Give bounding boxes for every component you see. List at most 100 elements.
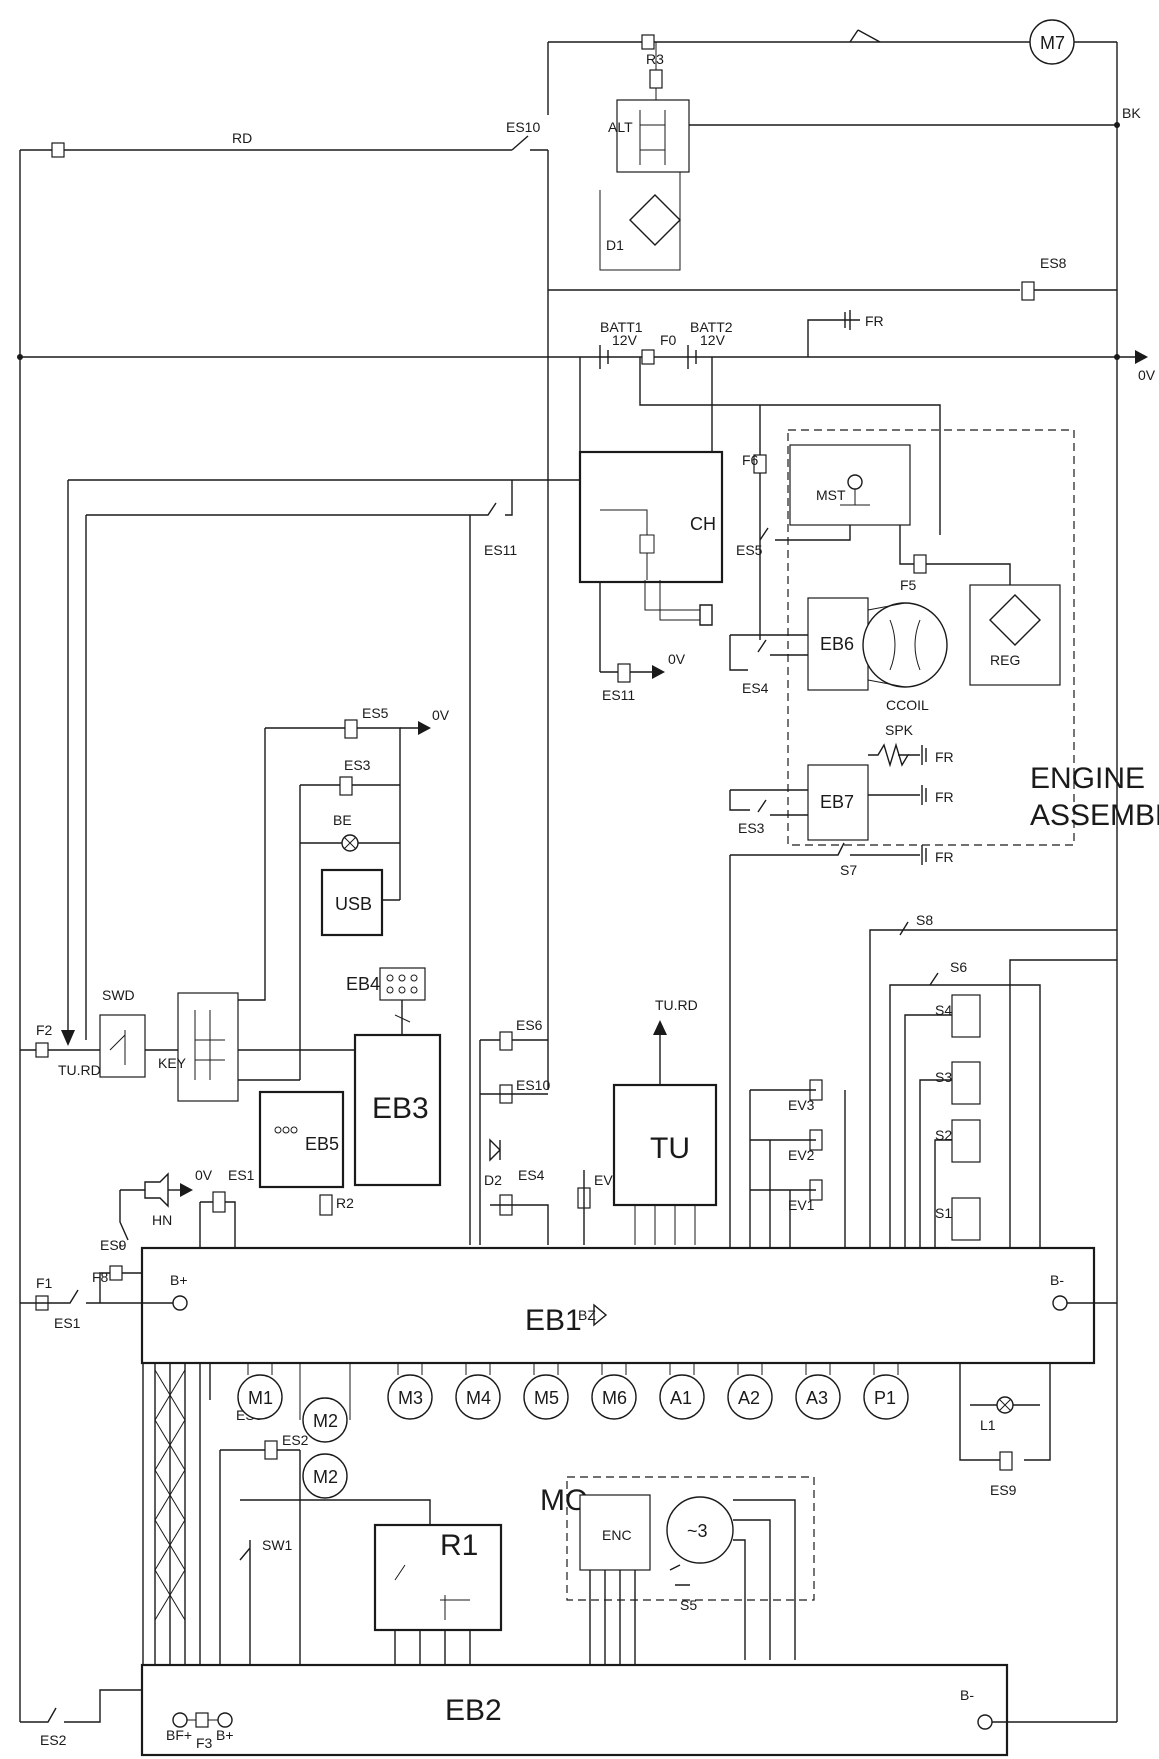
- label-tu-rd-left: TU.RD: [58, 1062, 101, 1078]
- engine-assembly-frame: [787, 429, 1075, 846]
- label-s1: S1: [935, 1205, 952, 1221]
- switch-es3-engine: [729, 789, 808, 816]
- fuse-f6: [753, 454, 767, 474]
- fuse-f2: [35, 1042, 49, 1058]
- label-es10-top: ES10: [506, 119, 540, 135]
- label-es4: ES4: [742, 680, 769, 696]
- label-m6: M6: [602, 1388, 627, 1408]
- ch-upper-wire-2: [86, 480, 513, 516]
- ground-symbol-fr2: [908, 745, 927, 765]
- motor-m3: [387, 1374, 433, 1420]
- regulator-reg: [969, 584, 1061, 686]
- switch-s1: [951, 1197, 981, 1241]
- switch-es2-rail: [20, 1689, 142, 1723]
- label-eb1: EB1: [525, 1304, 582, 1337]
- switch-s3: [951, 1061, 981, 1105]
- label-bfplus: BF+: [166, 1727, 192, 1743]
- label-mo-sym: ~3: [687, 1521, 708, 1541]
- label-m3: M3: [398, 1388, 423, 1408]
- ch-plug-wire: [644, 580, 700, 621]
- tu-pins: [634, 1205, 696, 1245]
- connector-es5: [344, 719, 358, 739]
- label-hn: HN: [152, 1212, 172, 1228]
- switch-s5: [669, 1564, 690, 1586]
- switch-es9-top: [119, 1190, 129, 1248]
- label-es9-bottom: ES9: [990, 1482, 1017, 1498]
- fuse-f5: [913, 554, 927, 574]
- ground-symbol-fr1: [844, 310, 851, 330]
- label-bminus-eb2: B-: [960, 1687, 974, 1703]
- label-es5-top: ES5: [362, 705, 389, 721]
- module-eb2: [140, 1663, 1009, 1757]
- ccoil-winding: [889, 619, 921, 671]
- label-f0: F0: [660, 332, 677, 348]
- label-fr4: FR: [935, 849, 954, 865]
- relay-r1: [373, 1523, 503, 1632]
- motor-m2b: [302, 1453, 348, 1499]
- es4-wire: [490, 1204, 549, 1245]
- tu-rd-top-arrow: [653, 1020, 667, 1035]
- switch-s8: [899, 921, 909, 936]
- label-a1: A1: [670, 1388, 692, 1408]
- tractor-unit-tu: [612, 1083, 718, 1207]
- label-fr2: FR: [935, 749, 954, 765]
- label-bplus-eb2: B+: [216, 1727, 234, 1743]
- connector-es9: [999, 1451, 1013, 1471]
- label-ov-right: 0V: [1138, 367, 1156, 383]
- label-a3: A3: [806, 1388, 828, 1408]
- s-bk-wire: [1009, 959, 1117, 1250]
- junction-alt-bk: [1114, 122, 1120, 128]
- switch-s6: [929, 972, 939, 986]
- label-bplus: B+: [170, 1272, 188, 1288]
- label-engine-line1: ENGINE: [1030, 762, 1145, 795]
- module-eb3: [353, 1033, 442, 1187]
- switch-es10: [505, 135, 548, 151]
- label-batt1-volt: 12V: [612, 332, 638, 348]
- s6-wire: [889, 984, 1041, 1250]
- switch-sw1: [239, 1540, 251, 1665]
- actuator-a1: [659, 1374, 705, 1420]
- lamp-l1-cross: [998, 1398, 1012, 1412]
- wire-tag-bk: BK: [1122, 105, 1141, 121]
- l1-es9-wire: [959, 1363, 1051, 1461]
- label-swd: SWD: [102, 987, 135, 1003]
- diode-d2: [489, 1138, 501, 1162]
- enc-pins: [589, 1570, 636, 1665]
- alternator-alt: [616, 99, 690, 173]
- label-m2b: M2: [313, 1467, 338, 1487]
- label-sw1: SW1: [262, 1537, 293, 1553]
- terminal-bminus: [1052, 1295, 1068, 1311]
- motor-mo-frame: [566, 1476, 815, 1601]
- pump-p1: [863, 1374, 909, 1420]
- label-tu-rd-top: TU.RD: [655, 997, 698, 1013]
- reg-bridge: [989, 594, 1041, 646]
- label-key: KEY: [158, 1055, 187, 1071]
- eb1-eb2-bus: [142, 1363, 201, 1665]
- motor-m1: [237, 1374, 283, 1420]
- f8-wire: [99, 1272, 142, 1303]
- label-bz: BZ: [578, 1307, 596, 1323]
- fuse-f0: [641, 349, 655, 365]
- label-spk: SPK: [885, 722, 914, 738]
- motor-m2a: [302, 1397, 348, 1443]
- ov-es5-arrow: [418, 721, 431, 735]
- motor-m7: [1029, 19, 1075, 65]
- label-p1: P1: [874, 1388, 896, 1408]
- label-f5: F5: [900, 577, 917, 593]
- label-es9-top: ES9: [100, 1237, 127, 1253]
- label-s5: S5: [680, 1597, 697, 1613]
- label-ov-es5: 0V: [432, 707, 450, 723]
- mst-motor-symbol: [847, 474, 863, 490]
- f0-engine-wire: [639, 357, 941, 535]
- terminal-bminus-eb2: [977, 1714, 993, 1730]
- ccoil-wire: [867, 602, 906, 688]
- label-ev3: EV3: [788, 1097, 815, 1113]
- key-swd-wire: [238, 975, 266, 1001]
- label-m4: M4: [466, 1388, 491, 1408]
- mo-phase-wires: [733, 1499, 796, 1660]
- connector-es1: [212, 1191, 226, 1213]
- motor-mo: [666, 1496, 734, 1564]
- label-s6: S6: [950, 959, 967, 975]
- terminal-bplus-eb2: [217, 1712, 233, 1728]
